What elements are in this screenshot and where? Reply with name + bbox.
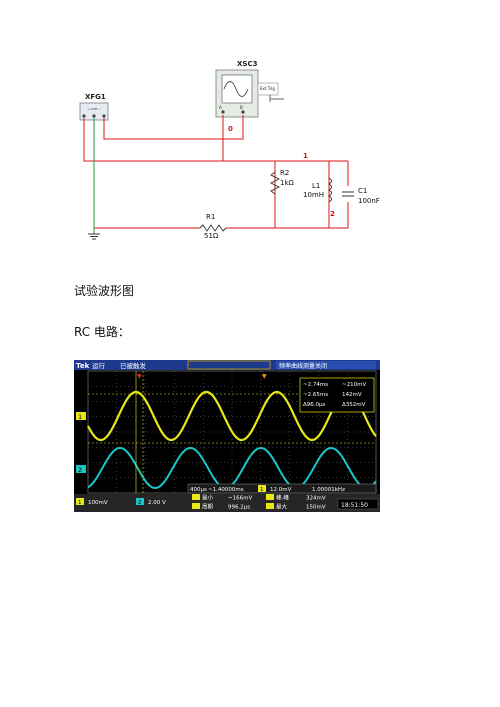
cursor-b-volt: 142mV <box>342 392 362 398</box>
cursor-a-time: ~2.74ms <box>303 382 328 388</box>
record-bar <box>187 360 271 370</box>
svg-text:1: 1 <box>78 500 82 506</box>
menu-title-box <box>276 361 376 369</box>
r2-value: 1kΩ <box>280 179 295 187</box>
tek-logo: Tek <box>76 362 90 370</box>
status-run: 运行 <box>92 361 106 370</box>
meas-period-label: 周期 <box>202 504 214 511</box>
meas-pp-value: 324mV <box>306 496 326 502</box>
r1-value: 51Ω <box>204 232 219 240</box>
capacitor-plates <box>342 191 354 197</box>
function-generator[interactable]: + COM − <box>79 102 109 121</box>
ch1-scale[interactable]: 100mV <box>88 500 108 506</box>
l1-name: L1 <box>312 182 320 190</box>
meas-period-value: 996.2μs <box>228 505 250 511</box>
heading-waveforms: 试验波形图 <box>74 284 135 298</box>
r2-name: R2 <box>280 169 289 177</box>
scope-clock: 18:51:50 <box>341 502 368 509</box>
node-0-label: 0 <box>228 125 233 133</box>
node-2-label: 2 <box>330 210 335 218</box>
svg-text:2: 2 <box>138 500 142 506</box>
ext-trig-label: Ext Trig <box>260 86 275 91</box>
svg-text:+ COM −: + COM − <box>87 107 101 111</box>
meas-pp-label: 峰-峰 <box>276 494 289 502</box>
c1-value: 100nF <box>358 197 380 205</box>
ground-symbol <box>88 233 100 240</box>
meas-min-label: 最小 <box>202 494 214 502</box>
ch1-marker-label: 1 <box>78 413 82 421</box>
status-triggered: 已被触发 <box>120 361 147 370</box>
timebase: 400μs <box>190 487 207 493</box>
marker-center: ▼ <box>262 373 267 380</box>
delta-time: Δ96.0μs <box>303 402 326 408</box>
menu-title: 频率曲线测量关闭 <box>279 362 327 370</box>
wires <box>83 115 349 229</box>
cursor-b-time: ~2.65ms <box>303 392 328 398</box>
trigger-channel: 1 <box>260 487 264 493</box>
delta-volt: Δ352mV <box>342 402 366 408</box>
oscilloscope-screen: Tek 运行 已被触发 频率曲线测量关闭 ▼ ▼ 1 2 ~2.74ms ~21… <box>74 360 380 512</box>
trigger-position-marker: ▼ <box>137 373 142 380</box>
ch2-ground-marker[interactable] <box>76 465 86 473</box>
scope-channel-b: B <box>240 105 243 110</box>
meas-max-label: 最大 <box>276 503 288 511</box>
meas-min-value: ~166mV <box>228 496 252 502</box>
resistor-r2 <box>269 171 281 195</box>
ch1-ground-marker[interactable] <box>76 412 86 420</box>
l1-value: 10mH <box>303 191 324 199</box>
inductor-l1 <box>328 177 332 203</box>
r1-name: R1 <box>206 213 215 221</box>
scope-label: XSC3 <box>237 60 258 68</box>
cursor-readout <box>299 377 375 413</box>
ch2-marker-label: 2 <box>78 466 82 474</box>
meas-max-value: 150mV <box>306 505 326 511</box>
heading-rc-circuit: RC 电路： <box>74 325 130 339</box>
node-1-label: 1 <box>303 152 308 160</box>
trigger-position: ~1.40000ms <box>208 487 244 493</box>
c1-name: C1 <box>358 187 367 195</box>
oscilloscope-symbol[interactable] <box>215 69 284 118</box>
trigger-level: 12.0mV <box>270 487 292 493</box>
generator-label: XFG1 <box>85 93 106 101</box>
resistor-r1 <box>199 224 227 232</box>
cursor-a-volt: ~210mV <box>342 382 366 388</box>
frequency: 1.00001kHz <box>312 487 345 493</box>
ch2-scale[interactable]: 2.00 V <box>148 500 166 506</box>
scope-channel-a: A <box>219 105 222 110</box>
circuit-schematic: + COM − XFG1 XSC3 Ext Trig A B <box>79 60 380 240</box>
